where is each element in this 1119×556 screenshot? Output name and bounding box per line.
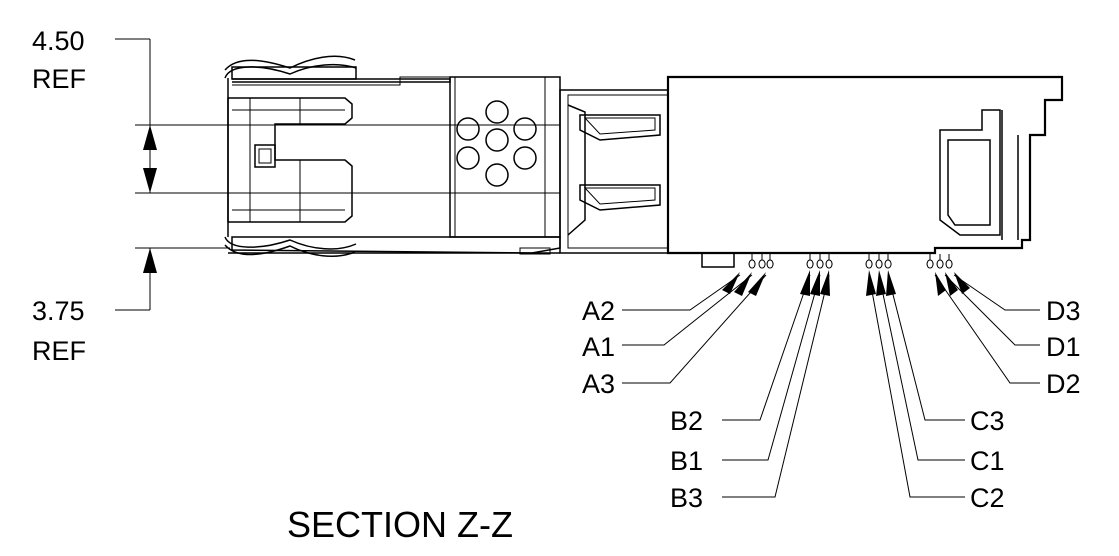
callout-b2: B2 (670, 406, 703, 436)
dim-top-note: REF (32, 64, 86, 94)
callout-a2: A2 (582, 296, 615, 326)
contact-cavity (559, 89, 669, 254)
callout-b1: B1 (670, 446, 703, 476)
callout-d2: D2 (1046, 369, 1081, 399)
callout-c3: C3 (970, 406, 1005, 436)
callout-d3: D3 (1046, 296, 1081, 326)
housing-body (666, 75, 1064, 255)
bottom-step (701, 252, 735, 268)
callout-c2: C2 (970, 483, 1005, 513)
callout-d1: D1 (1046, 332, 1081, 362)
pin-insert (449, 76, 561, 238)
dimension-3-75 (115, 247, 230, 311)
section-title: SECTION Z-Z (287, 504, 513, 545)
callout-a3: A3 (582, 369, 615, 399)
leaders-c (866, 270, 965, 498)
dim-bottom-note: REF (32, 336, 86, 366)
callout-a1: A1 (582, 332, 615, 362)
dimension-4-50 (115, 38, 560, 194)
callout-c1: C1 (970, 446, 1005, 476)
dim-bottom-value: 3.75 (32, 296, 85, 326)
latch-shell (224, 55, 561, 257)
leaders-a (622, 272, 767, 384)
dim-top-value: 4.50 (32, 26, 85, 56)
rail-tab (519, 247, 551, 255)
leaders-d (934, 272, 1040, 384)
callout-b3: B3 (670, 483, 703, 513)
leaders-b (722, 270, 830, 498)
contact-tails (748, 254, 953, 269)
